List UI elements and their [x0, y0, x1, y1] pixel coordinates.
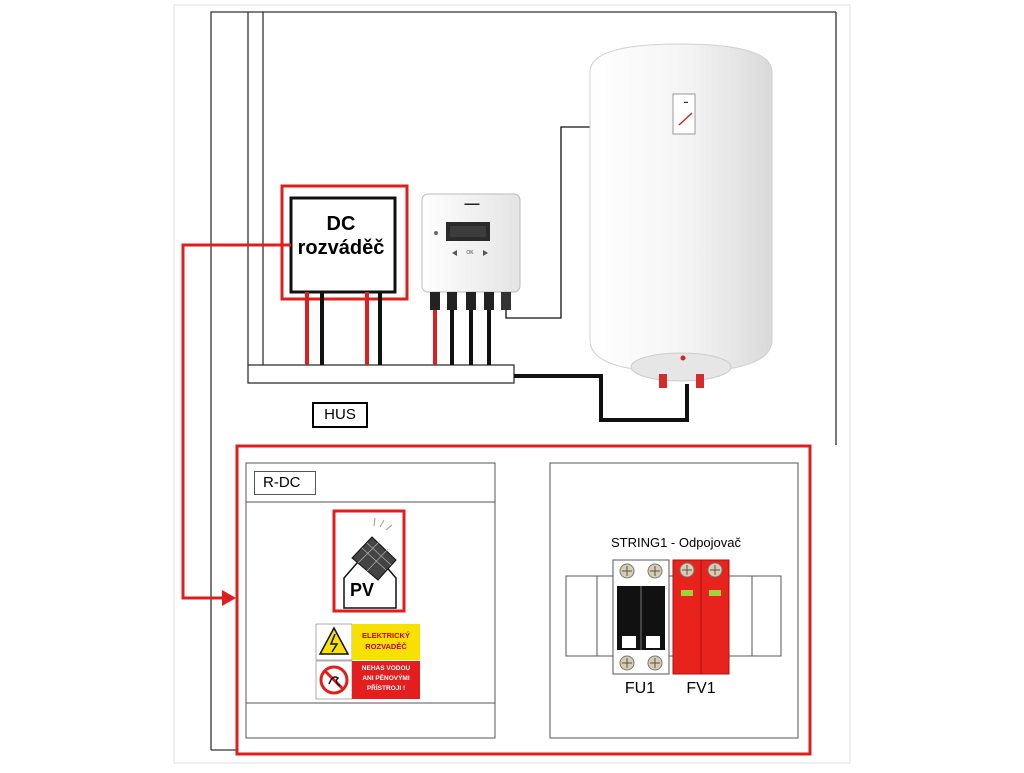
- warning-red-line3: PŘÍSTROJI !: [366, 685, 406, 692]
- sun-rays-icon: [373, 517, 393, 531]
- water-heater: [589, 43, 773, 388]
- dc-distribution-box: [289, 196, 397, 294]
- dc-label-line1: DC: [326, 213, 356, 235]
- string-disconnector-title: STRING1 - Odpojovač: [610, 535, 742, 550]
- fuse-label: FU1: [624, 680, 656, 697]
- heater-brand-logo-icon: ▬: [684, 99, 688, 104]
- dc-label-line2: rozváděč: [297, 237, 385, 259]
- route-arrow-icon: [222, 590, 236, 606]
- rdc-label: R-DC: [254, 471, 316, 495]
- warning-yellow-line1: ELEKTRICKÝ: [362, 631, 410, 640]
- disconnector-cabinet: [549, 462, 799, 739]
- warning-electrical-text: ELEKTRICKÝ ROZVADĚČ: [352, 624, 420, 660]
- controller-cables: [433, 310, 491, 365]
- inverter-brand-logo-icon: ▬▬▬: [464, 201, 480, 207]
- surge-protector-label: FV1: [686, 680, 716, 697]
- dc-box-cables: [305, 292, 382, 365]
- rdc-cabinet: [245, 462, 496, 739]
- left-arrow-icon: [452, 250, 457, 256]
- lower-highlight-frame: [235, 444, 812, 756]
- pv-sign-label: PV: [349, 580, 374, 600]
- high-voltage-icon: [318, 626, 350, 655]
- fuse-holder-fu1: [612, 559, 670, 675]
- dc-distribution-label: DC rozváděč: [290, 212, 392, 260]
- surge-protector-fv1: [672, 559, 730, 675]
- warning-red-line1: NEHAS VODOU: [361, 665, 411, 672]
- pv-sign: [332, 509, 406, 613]
- warning-red-line2: ANI PĚNOVÝMI: [362, 675, 410, 682]
- room-outline: [173, 4, 851, 764]
- hus-label: HUS: [312, 402, 368, 428]
- dc-distribution-highlight: [280, 184, 409, 301]
- solar-controller: [421, 193, 521, 310]
- shelf: [247, 364, 515, 384]
- heater-power-cable: [514, 374, 689, 422]
- dc-red-route: [181, 243, 291, 600]
- warning-label: [315, 623, 353, 700]
- warning-no-water-text: NEHAS VODOU ANI PĚNOVÝMI PŘÍSTROJI !: [352, 661, 420, 699]
- warning-yellow-line2: ROZVADĚČ: [365, 642, 407, 651]
- right-arrow-icon: [483, 250, 488, 256]
- inverter-ok-label: OK: [466, 250, 474, 256]
